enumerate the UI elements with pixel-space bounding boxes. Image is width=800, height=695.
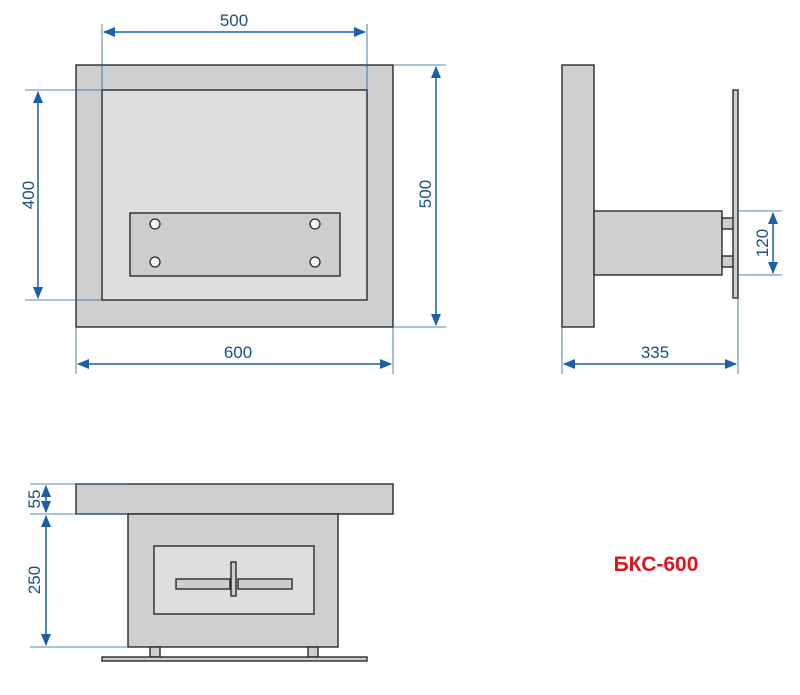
side-wall-plate — [732, 89, 739, 299]
dim-bracket-height-label: 120 — [753, 229, 772, 257]
side-bolt — [721, 255, 735, 268]
mount-hole — [309, 256, 321, 268]
mount-hole — [309, 218, 321, 230]
top-view: 55 250 — [25, 483, 394, 662]
dim-body-height-label: 250 — [25, 566, 44, 594]
side-view: 120 335 — [561, 64, 782, 374]
top-burner-slot-left — [175, 578, 231, 590]
top-slab — [75, 483, 394, 515]
top-foot — [149, 646, 161, 658]
dim-right-height-label: 500 — [416, 180, 435, 208]
mount-hole — [149, 256, 161, 268]
front-view: 500 600 400 500 — [19, 11, 446, 374]
model-label: БКС-600 — [614, 553, 699, 576]
side-body — [561, 64, 595, 328]
side-bracket — [593, 210, 723, 276]
dim-bottom-width-label: 600 — [224, 343, 252, 362]
dim-top-width-label: 500 — [220, 11, 248, 30]
top-burner-slot-right — [237, 578, 293, 590]
side-bolt — [721, 217, 735, 230]
top-wall-plate — [101, 656, 368, 662]
mount-hole — [149, 218, 161, 230]
dim-left-height-label: 400 — [19, 181, 38, 209]
top-foot — [307, 646, 319, 658]
top-burner-center-bar — [230, 561, 237, 597]
dim-depth-label: 335 — [641, 343, 669, 362]
dim-top-thickness-label: 55 — [25, 490, 44, 509]
front-mount-plate — [129, 212, 341, 277]
